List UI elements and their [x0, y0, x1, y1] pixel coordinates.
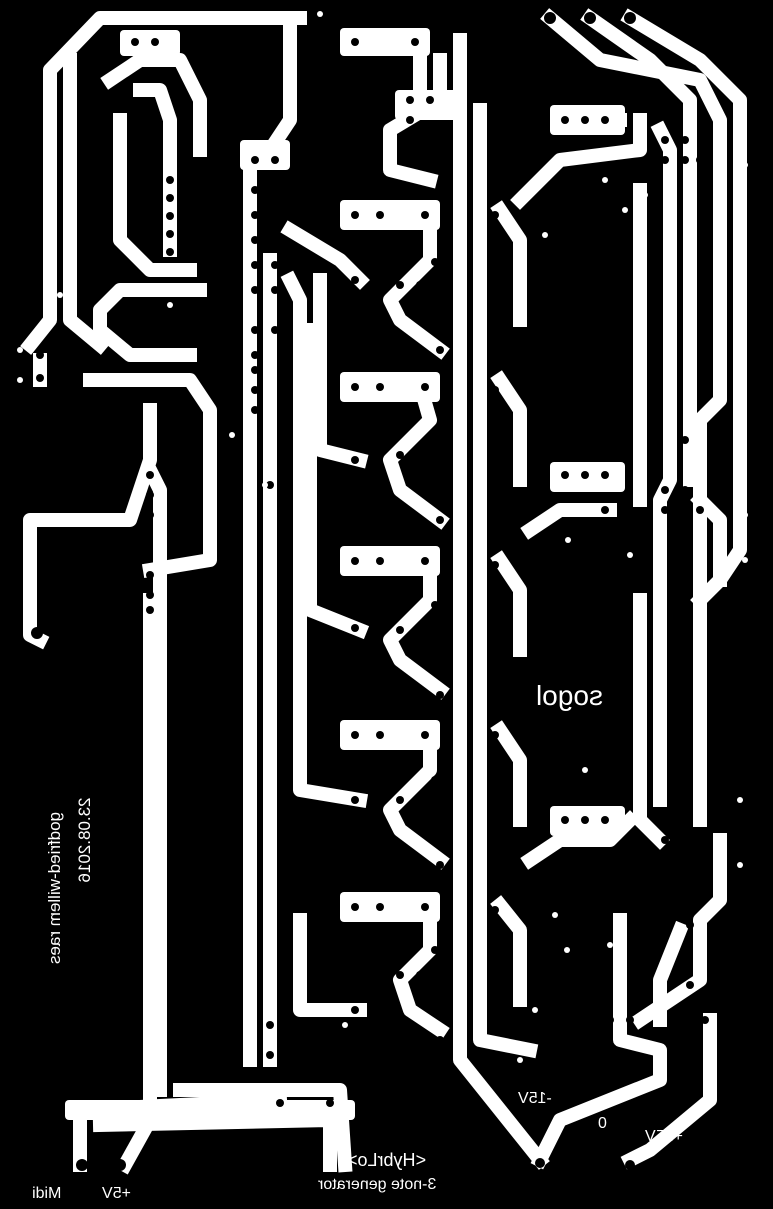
pour-stage2 [340, 200, 440, 230]
connector-zero-label: 0 [598, 1115, 607, 1132]
board-subtitle: 3-note generator [318, 1176, 437, 1193]
connector-minus15v-label: -15V [518, 1090, 552, 1107]
trace-r4 [490, 720, 527, 827]
pads [31, 12, 709, 1171]
trace-left-bus2 [83, 373, 217, 579]
trace-rail-2 [580, 8, 697, 487]
connector-5v-label: +5V [102, 1185, 131, 1202]
trace-left-bottom3 [173, 1083, 353, 1173]
trace-rbus1 [510, 113, 647, 210]
author-text: godfried-willem raes [45, 811, 64, 965]
trace-bus-e [313, 273, 369, 469]
trace-r2 [490, 370, 527, 487]
connector-midi-label: Midi [32, 1185, 62, 1202]
trace-rail-6 [633, 593, 670, 850]
pour-center [395, 90, 465, 120]
trace-r3 [490, 550, 527, 657]
date-text: 23.08.2016 [75, 797, 94, 883]
trace-r5 [490, 895, 527, 1007]
trace-left-inner [63, 53, 110, 355]
trace-rail-1 [540, 8, 727, 827]
board-title: <HybrLo> [347, 1150, 427, 1170]
pour-stage6 [340, 892, 440, 922]
trace-bus-g [293, 913, 367, 1017]
pour-stage3 [340, 372, 440, 402]
trace-left-ic3 [133, 83, 177, 257]
pour-left-bottom [65, 1100, 355, 1120]
trace-bus-c [280, 270, 369, 809]
pour-left-strip [240, 140, 290, 170]
trace-left-drop [23, 403, 157, 650]
copper-pours [65, 28, 625, 1120]
trace-rail-8 [630, 833, 727, 1030]
copper-traces [20, 8, 747, 1175]
logo-text: sogol [536, 680, 603, 711]
isolated-vias [17, 11, 748, 1063]
trace-spine3 [383, 53, 447, 189]
trace-left-outer [20, 11, 307, 355]
trace-rail-10 [653, 920, 690, 1027]
trace-rbus2 [520, 503, 617, 540]
trace-left-ic2 [113, 113, 197, 277]
pour-stage1 [340, 28, 430, 56]
trace-left-bus [93, 283, 207, 362]
trace-spine [453, 33, 550, 1170]
trace-spine2 [473, 103, 539, 1059]
pour-stage5 [340, 720, 440, 750]
pour-stage4 [340, 546, 440, 576]
connector-plus15v-label: +15V [645, 1128, 683, 1145]
trace-bus-f [280, 220, 370, 290]
trace-rail-11 [620, 1013, 717, 1170]
trace-rail-7 [690, 490, 727, 587]
pour-left-ic [120, 30, 180, 56]
trace-bus-d [303, 323, 370, 640]
trace-left-ic [100, 53, 207, 157]
trace-rail-9 [530, 913, 667, 1170]
trace-r1 [490, 200, 527, 327]
